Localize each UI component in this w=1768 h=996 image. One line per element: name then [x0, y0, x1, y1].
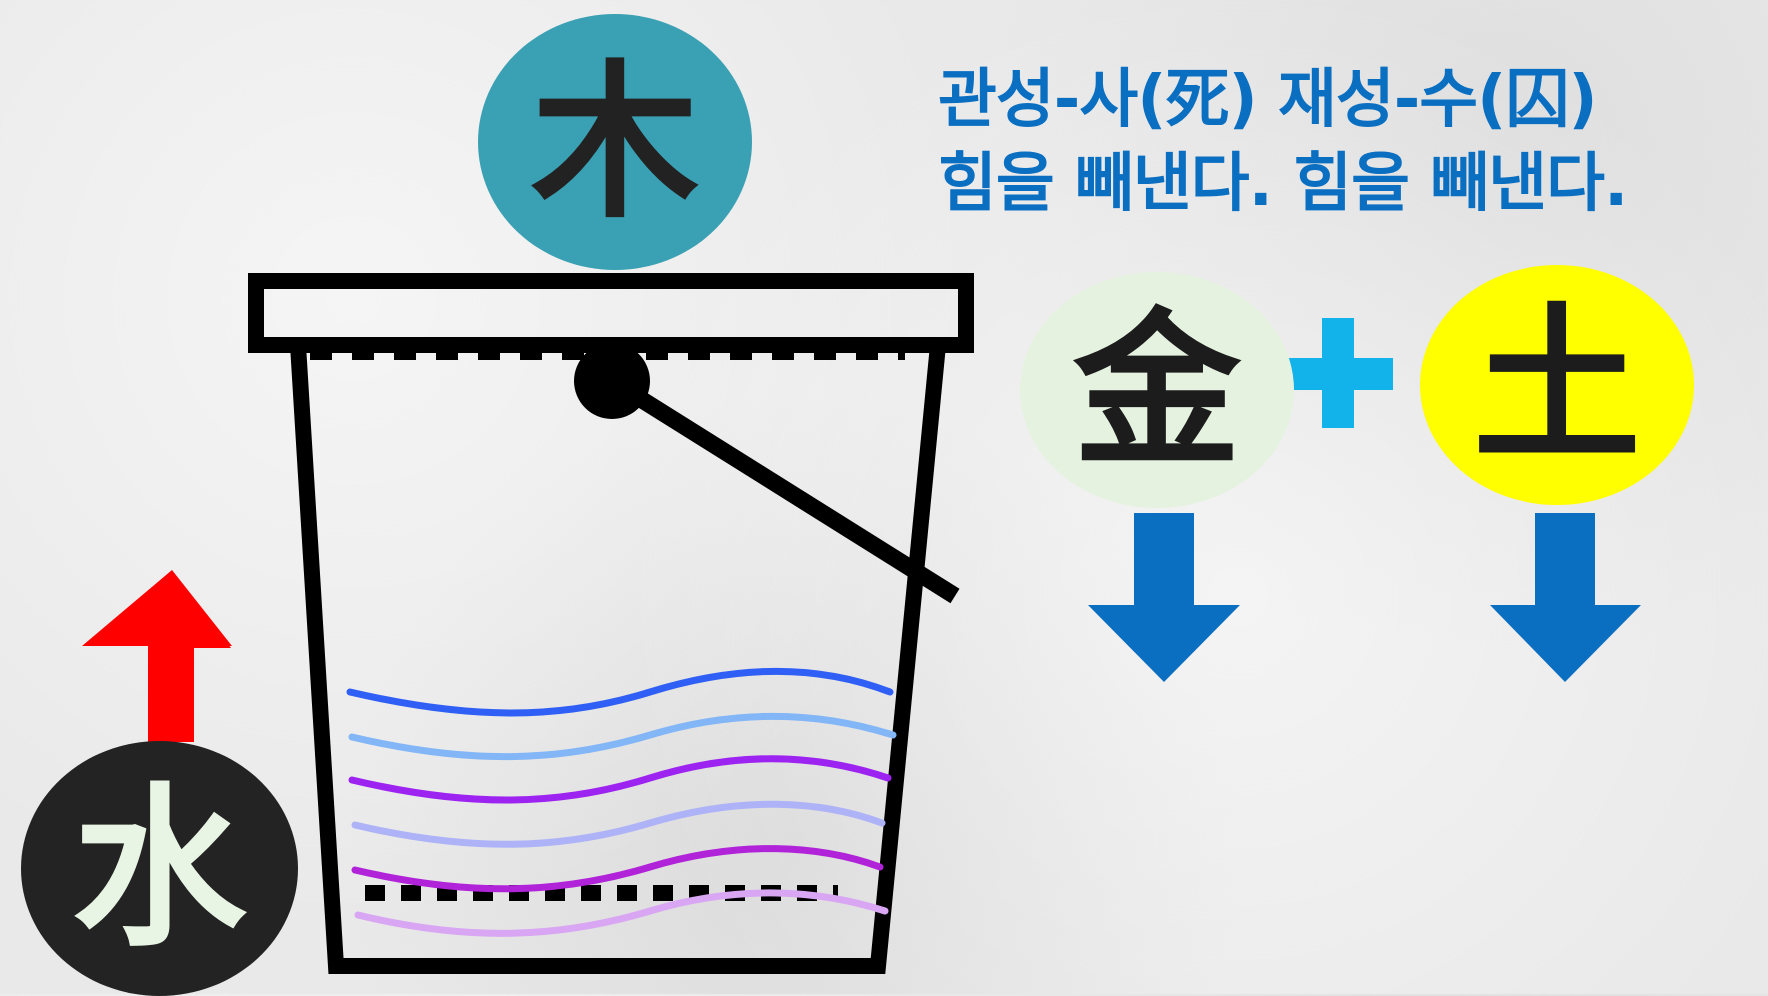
plus-icon	[1283, 318, 1393, 428]
bucket-body	[290, 344, 946, 974]
plus-vertical-bar	[1322, 318, 1354, 428]
wave-2	[348, 712, 897, 761]
wave-3	[348, 755, 892, 804]
metal-symbol: 金	[1073, 291, 1241, 489]
caption-line-1: 관성-사(死) 재성-수(囚)	[938, 63, 1598, 137]
wood-element-circle: 木	[478, 14, 752, 270]
wave-4	[351, 800, 886, 848]
wave-5	[351, 845, 884, 893]
arrow-up-icon-shape	[82, 570, 232, 742]
earth-element-circle: 土	[1420, 265, 1694, 505]
arrow-down-icon-earth	[1490, 513, 1641, 682]
wood-symbol: 木	[531, 43, 699, 241]
wave-1	[346, 667, 894, 717]
metal-element-circle: 金	[1020, 272, 1294, 508]
wave-6	[354, 889, 889, 937]
wave-icon	[346, 667, 897, 937]
bucket-rim	[248, 273, 974, 353]
water-element-circle: 水	[21, 741, 298, 996]
caption-line-2: 힘을 빼낸다. 힘을 빼낸다.	[938, 147, 1628, 221]
arrow-down-icon-metal	[1088, 513, 1240, 682]
earth-symbol: 土	[1473, 286, 1641, 484]
water-symbol: 水	[72, 766, 247, 971]
bucket-handle	[607, 373, 960, 604]
